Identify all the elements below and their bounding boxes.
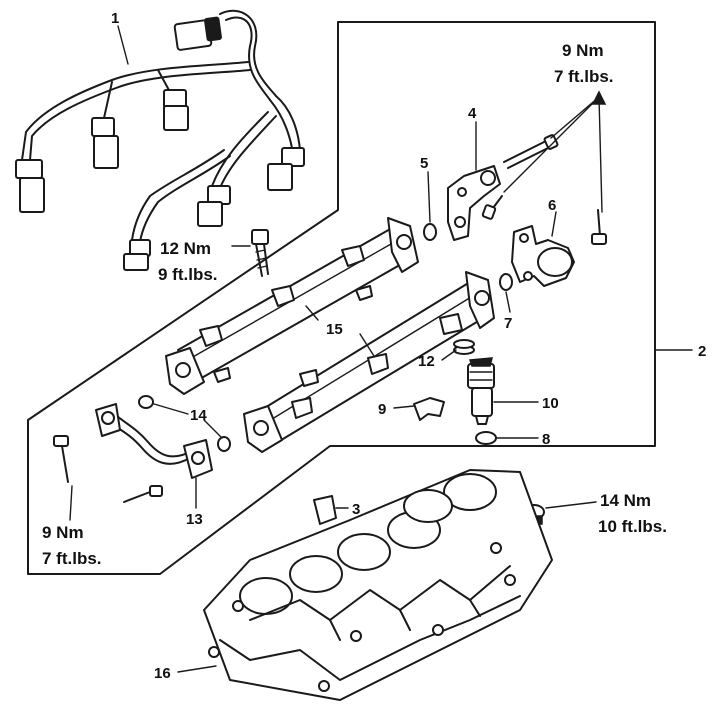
injector-seal-8 [475, 431, 497, 445]
torque-pipe-nm: 9 Nm [42, 523, 84, 542]
leader-16 [177, 665, 217, 673]
callout-12: 12 [418, 353, 435, 370]
injector-grommet-12 [453, 339, 475, 355]
callout-15: 15 [326, 321, 343, 338]
callout-9: 9 [378, 401, 386, 418]
leader-9nm-pipe [69, 485, 73, 521]
callout-16: 16 [154, 665, 171, 682]
leader-14b [203, 419, 223, 439]
torque-harness-ftlbs: 9 ft.lbs. [158, 265, 218, 284]
callout-5: 5 [420, 155, 428, 172]
leader-5 [427, 171, 431, 223]
leader-7 [505, 291, 511, 313]
fuel-pulsation-damper [447, 165, 501, 241]
leader-15a [305, 305, 319, 321]
leader-14nm [545, 501, 597, 509]
callout-10: 10 [542, 395, 559, 412]
torque-harness-nm: 12 Nm [160, 239, 211, 258]
injector-clip [413, 397, 445, 421]
fuel-injector [467, 357, 495, 425]
leader-12 [441, 349, 457, 361]
manifold-bushing [313, 495, 337, 525]
fuel-pipe [95, 403, 213, 479]
fuel-pipe-bolts [53, 435, 163, 503]
fuel-pressure-regulator [511, 225, 575, 287]
callout-8: 8 [542, 431, 550, 448]
callout-7: 7 [504, 315, 512, 332]
o-ring-5 [423, 223, 437, 241]
o-ring-14b [217, 436, 231, 452]
damper-regulator-bolts [481, 134, 607, 245]
callout-14: 14 [190, 407, 207, 424]
leader-6 [551, 211, 557, 237]
torque-manifold-nm: 14 Nm [600, 491, 651, 510]
callout-13: 13 [186, 511, 203, 528]
callout-3: 3 [352, 501, 360, 518]
torque-top-ftlbs: 7 ft.lbs. [554, 67, 614, 86]
leader-arrowhead [591, 90, 607, 105]
callout-1: 1 [111, 10, 119, 27]
o-ring-7 [499, 273, 513, 291]
upper-fuel-rail [165, 217, 419, 395]
torque-manifold-ftlbs: 10 ft.lbs. [598, 517, 667, 536]
callout-4: 4 [468, 105, 477, 122]
intake-manifold [203, 469, 553, 701]
leader-1 [117, 25, 129, 65]
assembly-outline [27, 21, 656, 575]
leader-9nm-top-c [598, 96, 603, 213]
leader-9nm-top [550, 96, 600, 139]
callout-2: 2 [698, 343, 706, 360]
callout-6: 6 [548, 197, 556, 214]
leader-9 [393, 405, 415, 409]
harness-bolt [251, 229, 269, 277]
leader-9nm-top-b [503, 96, 600, 193]
torque-pipe-ftlbs: 7 ft.lbs. [42, 549, 102, 568]
injector-wiring-harness [15, 9, 305, 271]
torque-top-nm: 9 Nm [562, 41, 604, 60]
leader-14 [153, 403, 189, 415]
leader-15b [359, 333, 375, 357]
lower-fuel-rail [243, 271, 495, 453]
o-ring-14 [138, 395, 154, 409]
